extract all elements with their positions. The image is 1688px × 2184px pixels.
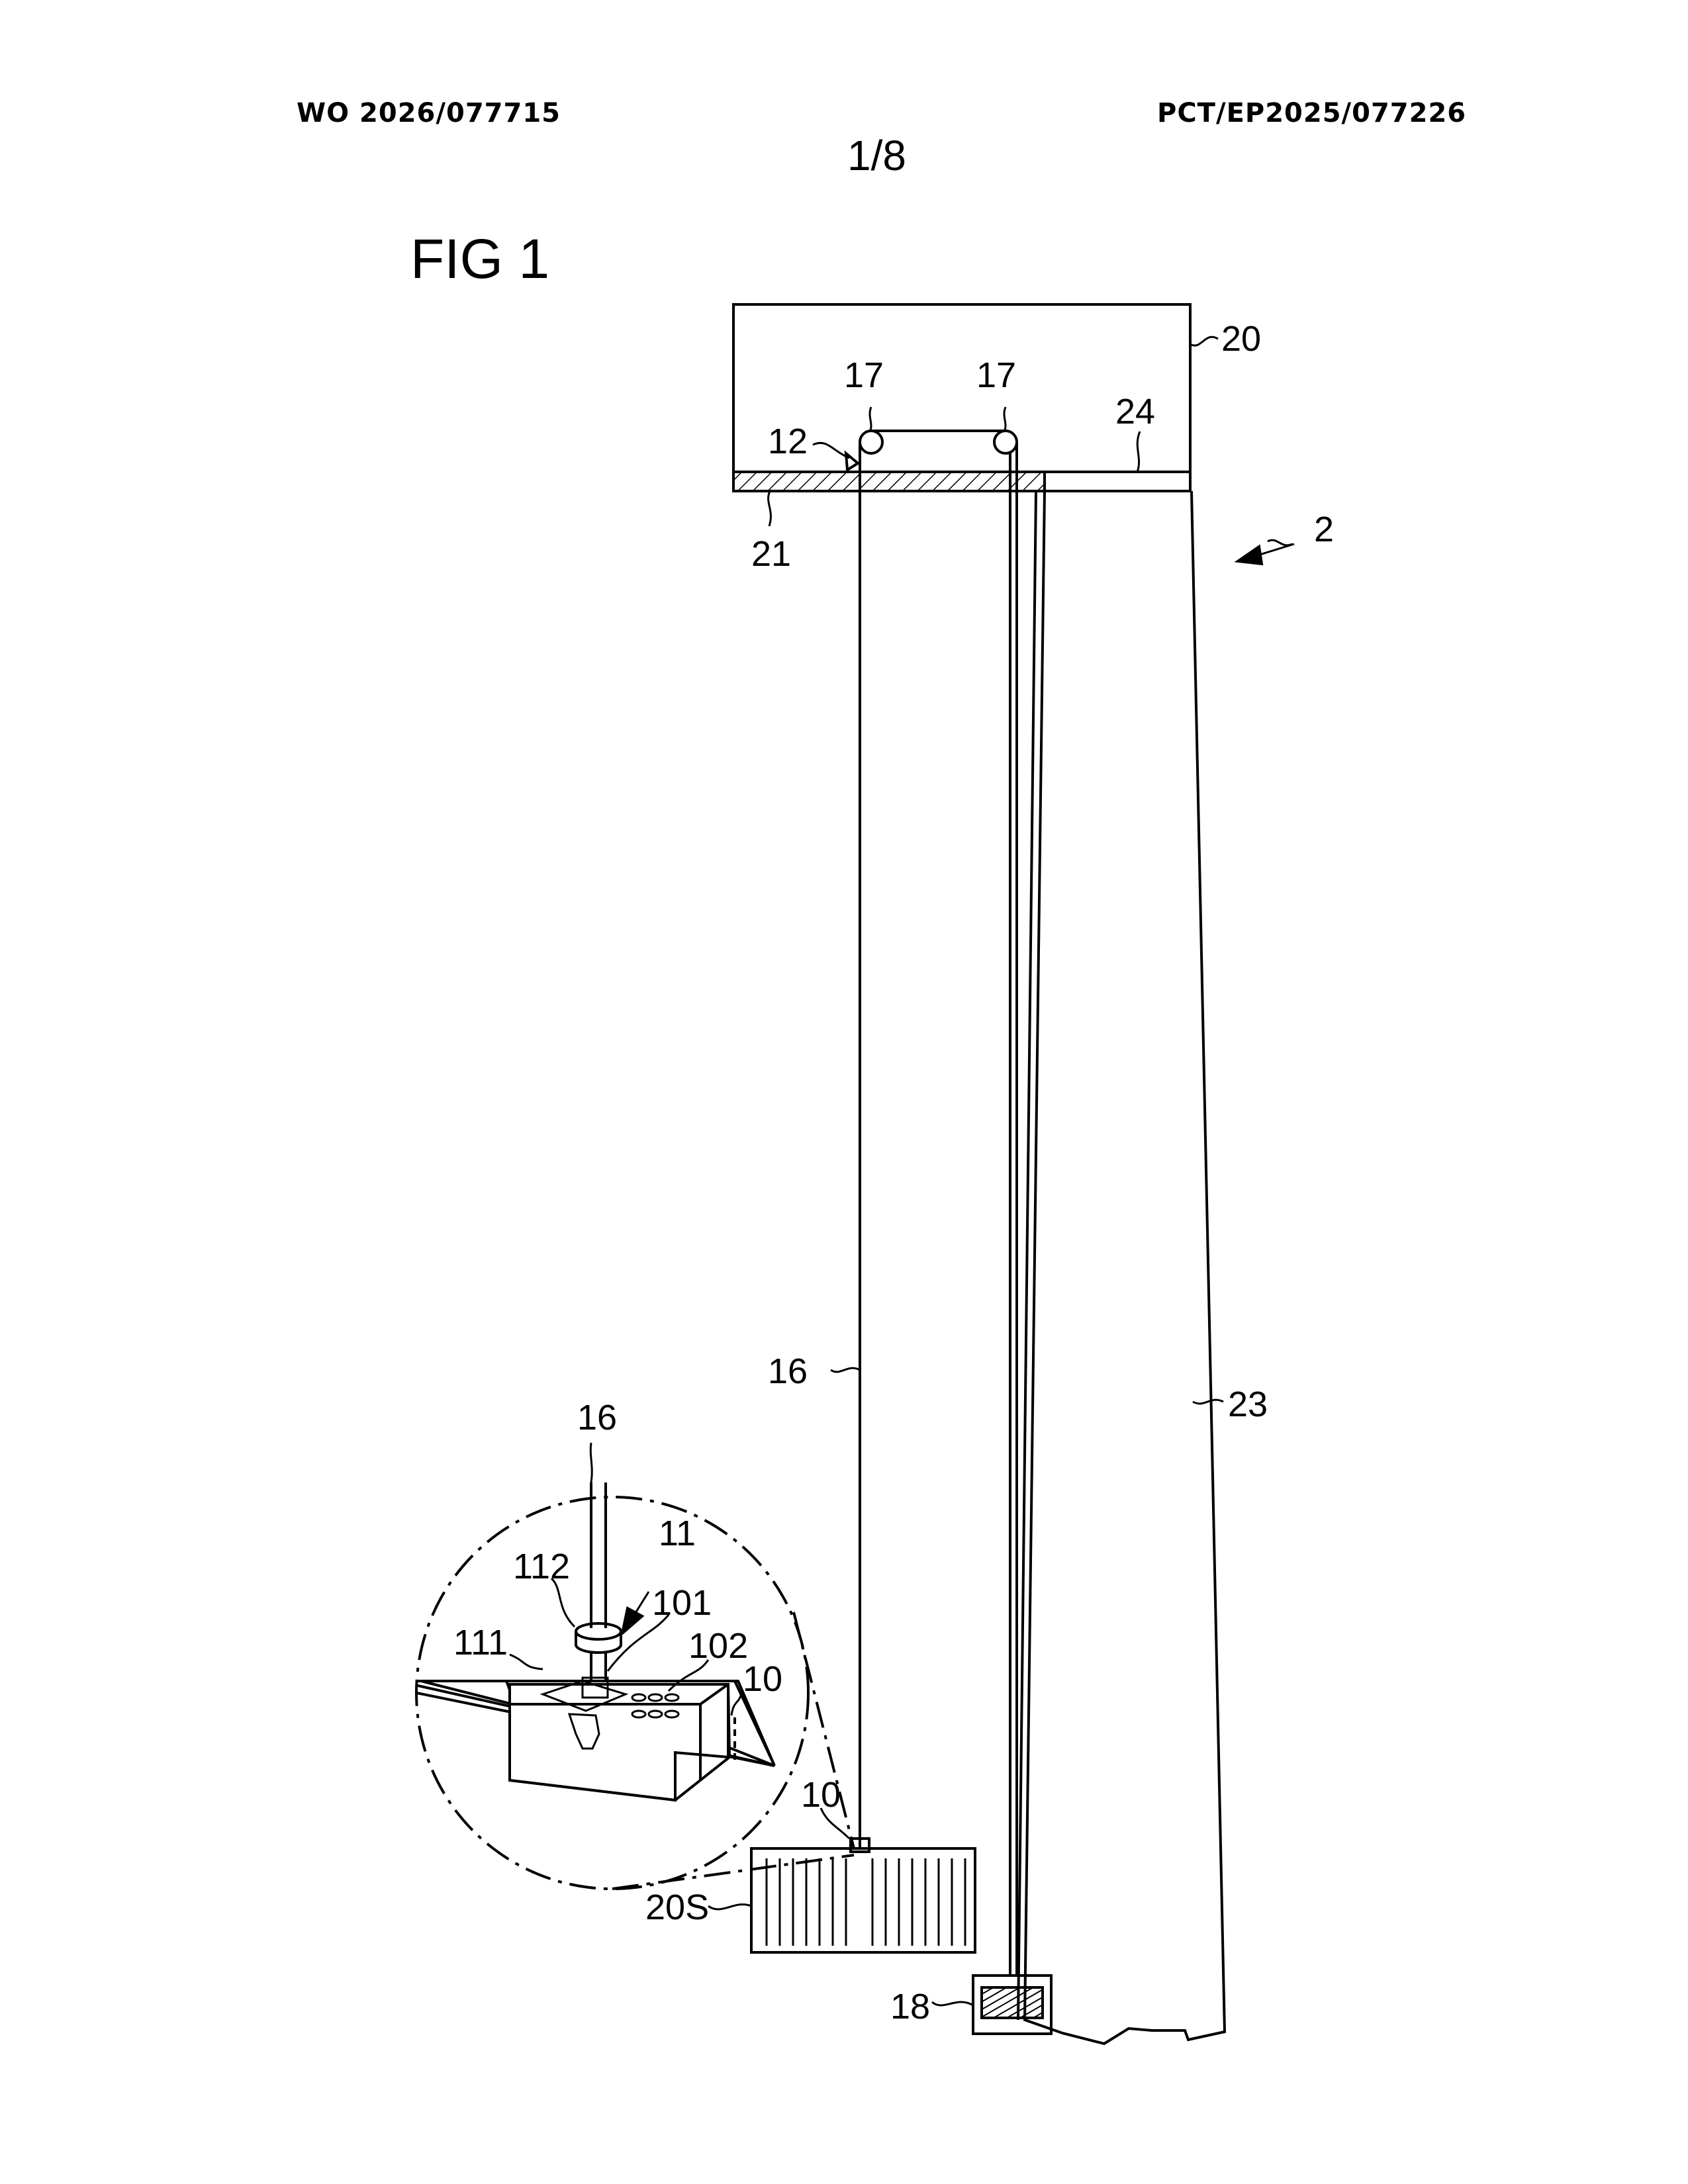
label-pulley-right: 17 <box>976 355 1016 395</box>
label-system: 2 <box>1314 510 1334 549</box>
label-counterweight: 18 <box>890 1987 930 2026</box>
label-shaft-wall: 23 <box>1228 1385 1268 1424</box>
label-detail-assembly: 11 <box>659 1514 696 1553</box>
label-rope: 16 <box>768 1351 808 1391</box>
label-detail-module: 102 <box>688 1626 748 1666</box>
cabin-hatching <box>767 1858 965 1946</box>
label-floor-slab: 21 <box>751 534 791 574</box>
label-machine-room: 20 <box>1221 319 1261 359</box>
label-ceiling-layer: 24 <box>1115 392 1155 432</box>
detail-rope-and-ring <box>576 1482 621 1681</box>
anchor <box>846 453 858 470</box>
counterweight-spring <box>982 1987 1043 2018</box>
rope <box>860 431 1017 1976</box>
label-anchor: 12 <box>768 422 808 461</box>
label-detail-holder: 111 <box>453 1623 508 1662</box>
label-detail-sensor: 101 <box>652 1583 712 1623</box>
label-attachment: 10 <box>801 1775 841 1815</box>
label-cabin: 20S <box>645 1888 709 1927</box>
pulley-right <box>994 431 1017 453</box>
floor-slab <box>733 472 1045 491</box>
label-pulley-left: 17 <box>844 355 884 395</box>
label-detail-housing: 10 <box>743 1659 782 1699</box>
label-detail-ring: 112 <box>513 1547 570 1586</box>
label-detail-rope: 16 <box>577 1398 617 1437</box>
shaft-wall <box>1025 491 1225 2044</box>
pulley-left <box>860 431 882 453</box>
figure-title: FIG 1 <box>410 228 549 290</box>
